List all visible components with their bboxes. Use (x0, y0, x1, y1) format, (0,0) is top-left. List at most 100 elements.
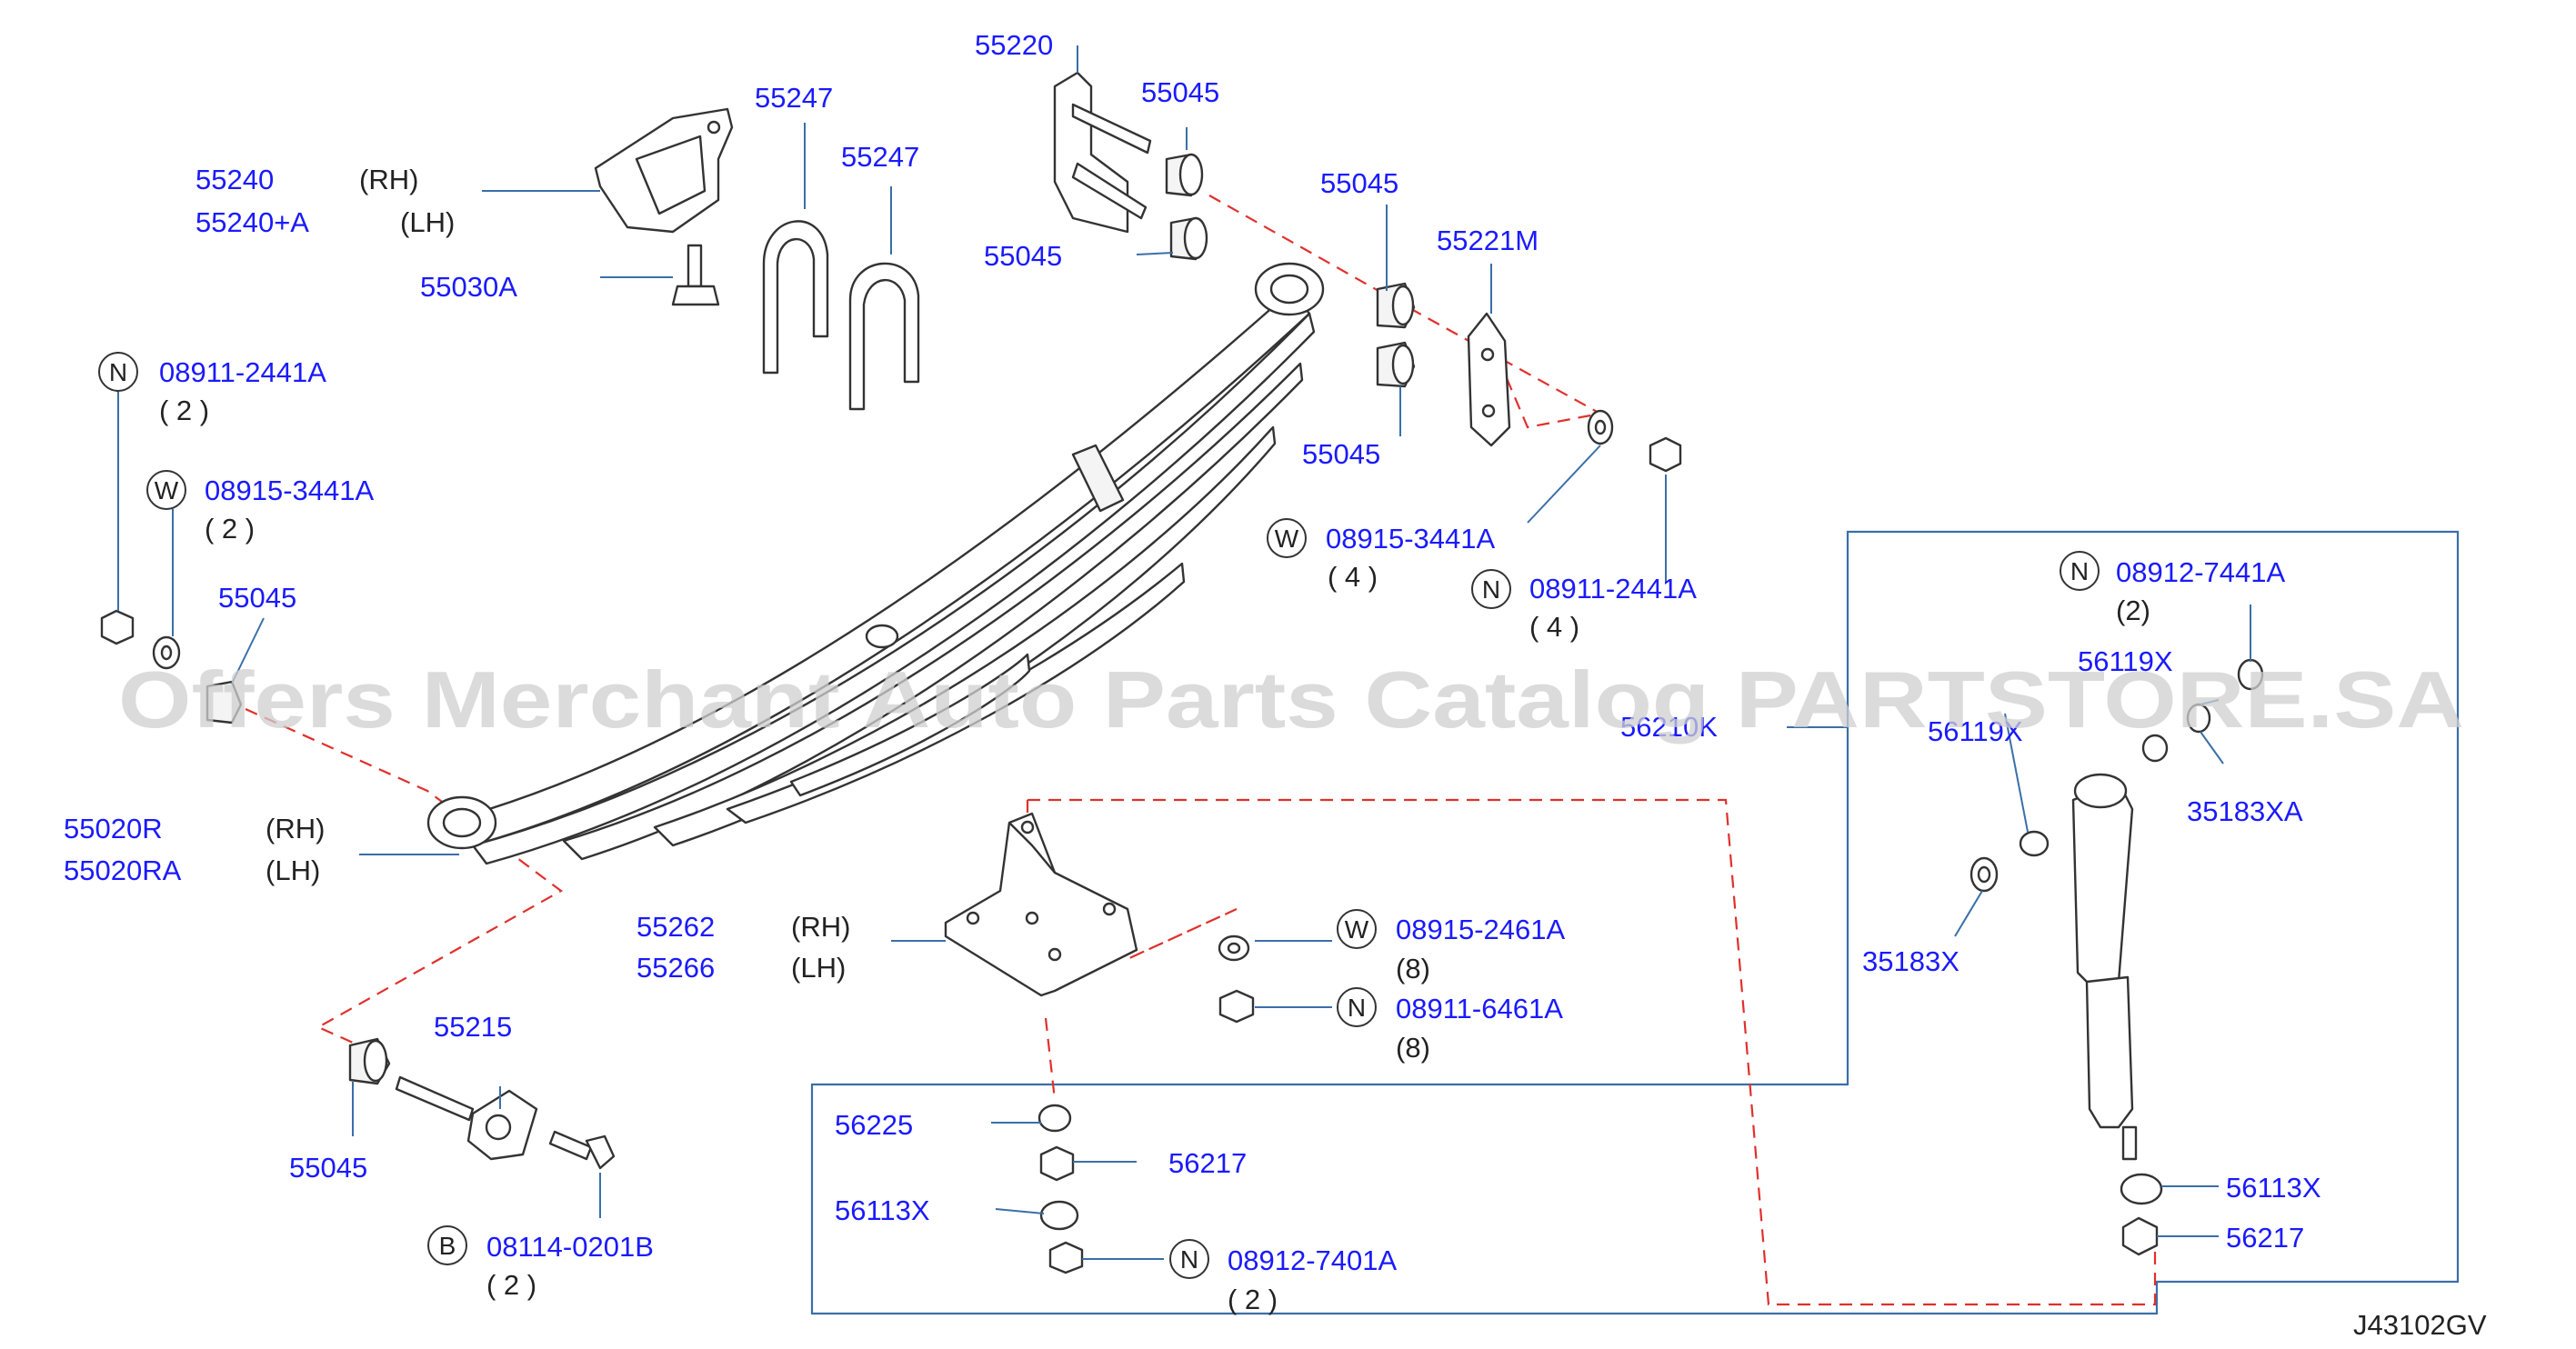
label-08912-7441a-qty: (2) (2116, 595, 2150, 626)
label-55240a[interactable]: 55240+A (195, 206, 309, 238)
label-08912-7441a[interactable]: 08912-7441A (2116, 556, 2285, 588)
bushing-55045-c (1376, 282, 1416, 329)
label-55262-rh: (RH) (791, 911, 850, 943)
marker-b-08114-0201b (427, 1225, 467, 1265)
u-bolt-right (848, 262, 920, 411)
label-08911-6461a-qty: (8) (1396, 1032, 1430, 1064)
label-08915-2461a[interactable]: 08915-2461A (1396, 914, 1565, 945)
washer-left (152, 635, 181, 670)
label-56113x-a[interactable]: 56113X (835, 1194, 930, 1226)
label-08912-7401a[interactable]: 08912-7401A (1228, 1244, 1397, 1276)
label-55045-c[interactable]: 55045 (1320, 167, 1398, 199)
label-08915-3441a-qty: ( 2 ) (205, 513, 255, 545)
shackle-plate-55220 (1053, 71, 1152, 234)
assembly-dashed-lines (245, 135, 2157, 1306)
spring-seat-plate (944, 812, 1138, 997)
leaf-spring (426, 262, 1325, 865)
label-55045-a[interactable]: 55045 (1141, 76, 1219, 108)
label-55045-f[interactable]: 55045 (289, 1152, 367, 1184)
front-hanger-bracket (594, 107, 734, 234)
label-56217-b[interactable]: 56217 (2226, 1222, 2304, 1254)
label-08911-2441a-qty: ( 2 ) (159, 395, 209, 426)
marker-n-08911-2441a-letter: N (109, 358, 127, 386)
label-35183x[interactable]: 35183X (1862, 945, 1960, 977)
label-55247-b[interactable]: 55247 (841, 141, 919, 173)
leader-lines (117, 45, 2251, 1260)
shock-bushings-bottom (2120, 1173, 2163, 1256)
marker-n-08912-7401a-letter: N (1180, 1245, 1198, 1274)
label-55045-b[interactable]: 55045 (984, 240, 1062, 272)
marker-circles: N W W N N W N B N (98, 352, 2100, 1279)
marker-n-08912-7441a (2060, 551, 2100, 591)
label-35183xa[interactable]: 35183XA (2187, 795, 2303, 827)
bolt-08114-0201b (548, 1130, 616, 1170)
marker-w-08915-3441a (146, 470, 186, 510)
label-55247-a[interactable]: 55247 (755, 82, 833, 114)
label-55266[interactable]: 55266 (636, 952, 715, 984)
label-56113x-b[interactable]: 56113X (2226, 1172, 2321, 1204)
label-55240a-lh: (LH) (400, 206, 455, 238)
bushing-55045-e (205, 680, 243, 724)
label-55045-d[interactable]: 55045 (1302, 438, 1380, 470)
label-55020r[interactable]: 55020R (64, 813, 163, 844)
bushing-55045-f (348, 1037, 391, 1085)
marker-n-08912-7401a (1169, 1239, 1209, 1279)
marker-b-08114-0201b-letter: B (439, 1232, 456, 1260)
label-08114-0201b[interactable]: 08114-0201B (486, 1231, 654, 1263)
washer-08915-2461a (1218, 934, 1250, 962)
bushing-stack (1037, 1104, 1084, 1274)
marker-n-08911-6461a (1337, 987, 1377, 1027)
label-55240[interactable]: 55240 (195, 164, 274, 195)
label-08912-7401a-qty: ( 2 ) (1228, 1284, 1278, 1315)
marker-w-08915-3441a-letter: W (155, 476, 179, 505)
label-55045-e[interactable]: 55045 (218, 582, 296, 614)
shackle-plate-55221m (1467, 312, 1511, 447)
label-08911-2441a-r-qty: ( 4 ) (1529, 611, 1579, 643)
label-08114-0201b-qty: ( 2 ) (486, 1269, 536, 1301)
watermark-text: Offers Merchant Auto Parts Catalog PARTS… (118, 655, 2464, 744)
shock-absorber (2071, 773, 2138, 1161)
label-55020ra-lh: (LH) (266, 854, 320, 886)
label-55215[interactable]: 55215 (434, 1011, 512, 1043)
label-55221m[interactable]: 55221M (1437, 225, 1539, 256)
label-56225[interactable]: 56225 (835, 1109, 913, 1141)
pin-55215 (395, 1075, 538, 1161)
label-56210k[interactable]: 56210K (1620, 711, 1718, 743)
label-55020ra[interactable]: 55020RA (64, 854, 182, 886)
marker-n-08911-2441a-r-letter: N (1482, 575, 1500, 604)
label-55220[interactable]: 55220 (975, 29, 1053, 61)
label-08915-3441a[interactable]: 08915-3441A (205, 475, 374, 506)
marker-w-08915-3441a-r-letter: W (1275, 525, 1299, 553)
marker-w-08915-2461a (1337, 909, 1377, 949)
label-08915-2461a-qty: (8) (1396, 953, 1430, 984)
label-55266-lh: (LH) (791, 952, 846, 984)
marker-w-08915-2461a-letter: W (1345, 915, 1369, 944)
label-08911-2441a[interactable]: 08911-2441A (159, 356, 326, 388)
part-labels: 55220 55045 55045 55045 55221M 55045 552… (64, 29, 2487, 1341)
label-08911-2441a-r[interactable]: 08911-2441A (1529, 573, 1697, 605)
label-08915-3441a-r[interactable]: 08915-3441A (1326, 523, 1495, 555)
label-55030a[interactable]: 55030A (420, 271, 517, 303)
label-56119x-b[interactable]: 56119X (1928, 715, 2023, 747)
marker-w-08915-3441a-r (1267, 518, 1307, 558)
u-bolt-left (762, 220, 829, 375)
shock-absorber-group-box (810, 530, 2460, 1315)
nut-left (100, 609, 135, 645)
marker-n-08912-7441a-letter: N (2070, 557, 2089, 585)
label-55262[interactable]: 55262 (636, 911, 715, 943)
label-08911-6461a[interactable]: 08911-6461A (1396, 993, 1563, 1024)
marker-n-08911-2441a (98, 352, 138, 392)
bushing-55045-d (1376, 341, 1416, 388)
bolt-55030a (671, 244, 720, 306)
nut-right (1649, 436, 1682, 473)
washer-right (1587, 409, 1614, 445)
bushing-55045-a (1165, 153, 1204, 197)
diagram-code: J43102GV (2353, 1309, 2487, 1341)
label-56217-a[interactable]: 56217 (1168, 1147, 1247, 1179)
label-55240-rh: (RH) (359, 164, 418, 195)
bushing-55045-b (1169, 216, 1208, 261)
marker-n-08911-2441a-r (1471, 569, 1511, 609)
label-56119x-a[interactable]: 56119X (2078, 645, 2173, 677)
nut-08911-6461a (1218, 989, 1255, 1024)
